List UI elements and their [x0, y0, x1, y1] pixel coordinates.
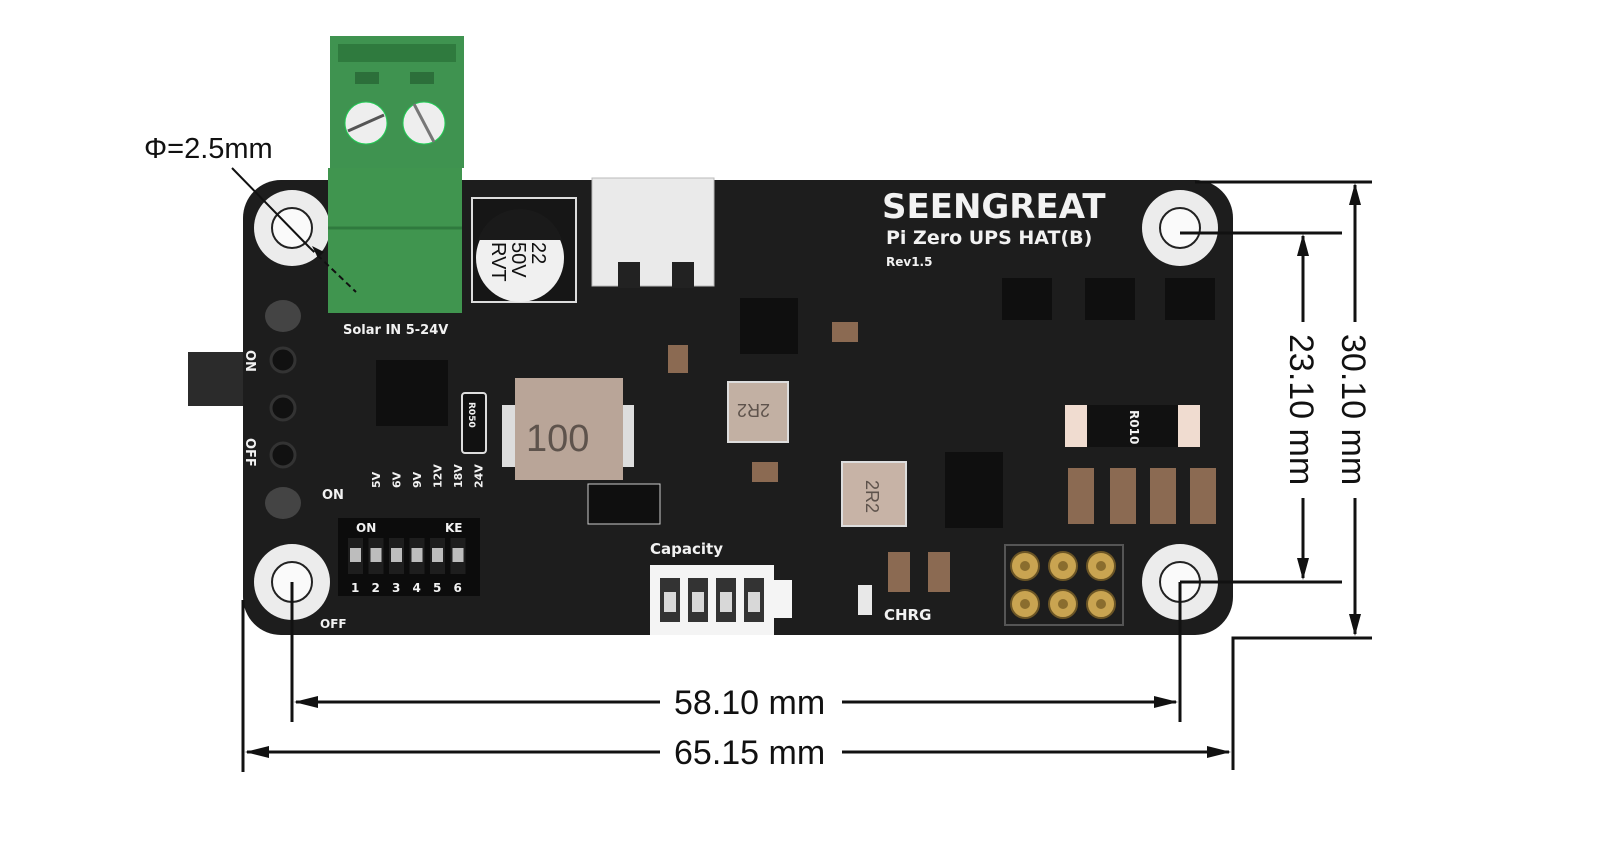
dip-on-label: ON [322, 488, 344, 503]
dip-header-ke: KE [445, 521, 463, 535]
switch-on-label: ON [242, 350, 257, 372]
chrg-label: CHRG [884, 606, 931, 624]
voltage-label: 6V [391, 471, 404, 488]
product-name: Pi Zero UPS HAT(B) [886, 227, 1092, 249]
solar-terminal-block [328, 36, 464, 313]
hole-spacing-x-label: 58.10 mm [674, 684, 825, 722]
electrolytic-capacitor [471, 197, 577, 303]
resistor-r010-marking: R010 [1127, 410, 1141, 444]
arrow-icon [312, 246, 324, 258]
dip-switch-key-5[interactable] [430, 538, 445, 574]
mlcc-capacitors [668, 322, 1216, 592]
ic-chip [1165, 278, 1215, 320]
dip-number: 4 [413, 581, 421, 595]
dip-switch-key-2[interactable] [368, 538, 384, 574]
dip-number: 1 [351, 581, 359, 595]
dip-number: 6 [454, 581, 462, 595]
ic-chip [1002, 278, 1052, 320]
switch-pads [265, 300, 301, 519]
inductor-100 [502, 378, 634, 480]
ic-chip [945, 452, 1003, 528]
inductor-2r2-b-marking: 2R2 [862, 480, 882, 513]
inductor-2r2-a [727, 381, 789, 443]
revision-label: Rev1.5 [886, 255, 932, 269]
resistor-r050 [461, 392, 487, 454]
ic-chip [376, 360, 448, 426]
voltage-label: 5V [370, 471, 383, 488]
voltage-label: 12V [432, 464, 445, 488]
dip-number: 2 [372, 581, 380, 595]
pogo-pin-frame [1004, 544, 1124, 626]
dip-off-label: OFF [320, 617, 347, 631]
voltage-label: 9V [411, 471, 424, 488]
inductor-2r2-b [841, 461, 907, 527]
switch-off-label: OFF [242, 438, 257, 467]
dip-number: 5 [433, 581, 441, 595]
capacity-indicator [650, 565, 792, 635]
ic-chip [740, 298, 798, 354]
resistor-r010 [1085, 405, 1181, 447]
power-slide-switch[interactable] [188, 352, 243, 406]
resistor-r050-marking: R050 [466, 402, 476, 428]
capacitor-marking-series: RVT [487, 242, 509, 282]
diode [587, 483, 661, 525]
hole-spacing-y-label: 23.10 mm [1282, 334, 1320, 485]
hole-leader-line [231, 167, 311, 249]
ic-chip [1085, 278, 1135, 320]
dip-switch-key-1[interactable] [348, 538, 363, 574]
voltage-label: 24V [473, 464, 486, 488]
hole-diameter-label: Φ=2.5mm [144, 133, 273, 165]
inductor-2r2-a-marking: 2R2 [737, 400, 770, 420]
board-width-label: 65.15 mm [674, 734, 825, 772]
charge-led [858, 585, 872, 615]
voltage-label: 18V [452, 464, 465, 488]
brand-logo: SEENGREAT [882, 187, 1106, 227]
dip-switch-key-6[interactable] [450, 538, 466, 574]
solar-in-label: Solar IN 5-24V [343, 323, 448, 338]
dip-switch-key-4[interactable] [409, 538, 425, 574]
capacitor-marking-voltage: 50V [507, 242, 529, 278]
usb-c-port[interactable] [591, 177, 715, 288]
mounting-hole-top-right [1142, 190, 1218, 266]
capacity-label: Capacity [650, 540, 723, 558]
dip-switch-key-3[interactable] [389, 538, 404, 574]
capacitor-marking-value: 22 [527, 242, 549, 264]
board-height-label: 30.10 mm [1334, 334, 1372, 485]
dip-header-on: ON [356, 521, 376, 535]
dip-number: 3 [392, 581, 400, 595]
inductor-100-marking: 100 [526, 418, 589, 460]
